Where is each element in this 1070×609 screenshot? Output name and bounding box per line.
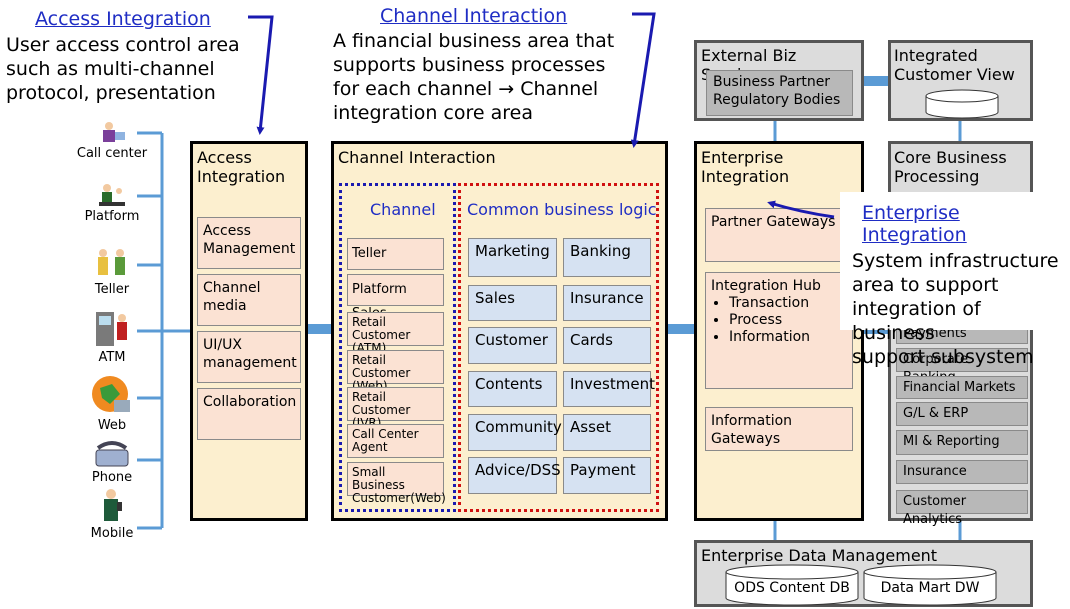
logic-marketing: Marketing	[468, 238, 557, 277]
core-item-customer-analytics: Customer Analytics	[896, 490, 1028, 527]
logic-customer: Customer	[468, 327, 557, 364]
channel-group	[339, 183, 456, 512]
logic-advice-dss: Advice/DSS	[468, 457, 561, 494]
call-center-icon	[103, 122, 125, 142]
channel-label: Mobile	[90, 526, 134, 541]
mobile-icon	[104, 489, 122, 521]
channel-mobile: Mobile	[72, 488, 152, 541]
annotation-access-title: Access Integration	[35, 8, 211, 30]
logic-contents: Contents	[468, 371, 557, 407]
phone-icon	[95, 441, 129, 467]
channel-label: Phone	[91, 470, 133, 485]
atm-icon	[96, 312, 127, 346]
core-item-insurance: Insurance	[896, 460, 1028, 484]
logic-asset: Asset	[563, 414, 651, 451]
channel-item-teller: Teller	[347, 238, 444, 270]
channel-teller: Teller	[72, 248, 152, 297]
teller-icon	[98, 249, 125, 275]
core-item-mi-reporting: MI & Reporting	[896, 430, 1028, 455]
common-logic-title: Common business logic	[467, 200, 657, 219]
partner-gateways-box: Partner Gateways	[705, 208, 853, 262]
channel-platform: Platform	[72, 183, 152, 224]
platform-icon	[99, 184, 125, 206]
web-icon	[92, 376, 130, 412]
channel-phone: Phone	[72, 438, 152, 485]
logic-sales: Sales	[468, 285, 557, 321]
data-mgmt-title: Enterprise Data Management	[701, 546, 938, 565]
collaboration-box: Collaboration	[197, 388, 301, 440]
channel-web: Web	[72, 374, 152, 433]
channel-label: Call center	[76, 146, 148, 161]
access-integration-title: Access Integration	[197, 148, 286, 186]
annotation-access-text: User access control area such as multi-c…	[6, 34, 240, 104]
channel-atm: ATM	[72, 310, 152, 365]
ods-db-label: ODS Content DB	[734, 580, 850, 596]
channel-label: Web	[97, 418, 127, 433]
channel-item-retail-ivr: Retail Customer(IVR)	[347, 387, 444, 430]
logic-cards: Cards	[563, 327, 651, 364]
core-item-financial-markets: Financial Markets	[896, 376, 1028, 399]
annotation-enterprise-text: System infrastructure area to support in…	[852, 250, 1059, 368]
logic-investment: Investment	[563, 371, 655, 407]
channel-label: ATM	[98, 350, 126, 365]
logic-community: Community	[468, 414, 562, 451]
annotation-channel-text: A financial business area that supports …	[333, 30, 615, 124]
logic-insurance: Insurance	[563, 285, 651, 321]
annotation-enterprise: Enterprise Integration System infrastruc…	[840, 192, 1068, 368]
ods-db-icon	[725, 564, 859, 606]
channel-list: Call center Platform Teller ATM Web Phon…	[72, 120, 157, 541]
channel-group-title: Channel	[370, 200, 436, 219]
channel-label: Platform	[84, 209, 140, 224]
logic-payment: Payment	[563, 457, 651, 494]
channel-interaction-title: Channel Interaction	[338, 148, 496, 167]
channel-call-center: Call center	[72, 120, 152, 161]
logic-banking: Banking	[563, 238, 651, 277]
database-icon	[925, 89, 999, 119]
data-mart-db-label: Data Mart DW	[880, 580, 980, 596]
integration-hub-box: Integration Hub Transaction Process Info…	[705, 272, 853, 389]
channel-item-platform-sales: Platform Sales	[347, 274, 444, 321]
common-logic-group	[458, 183, 659, 512]
annotation-channel-title: Channel Interaction	[380, 5, 568, 27]
core-item-gl-erp: G/L & ERP	[896, 402, 1028, 426]
channel-label: Teller	[94, 282, 130, 297]
data-mart-db-icon	[863, 564, 997, 606]
annotation-enterprise-title: Enterprise Integration	[862, 202, 967, 246]
